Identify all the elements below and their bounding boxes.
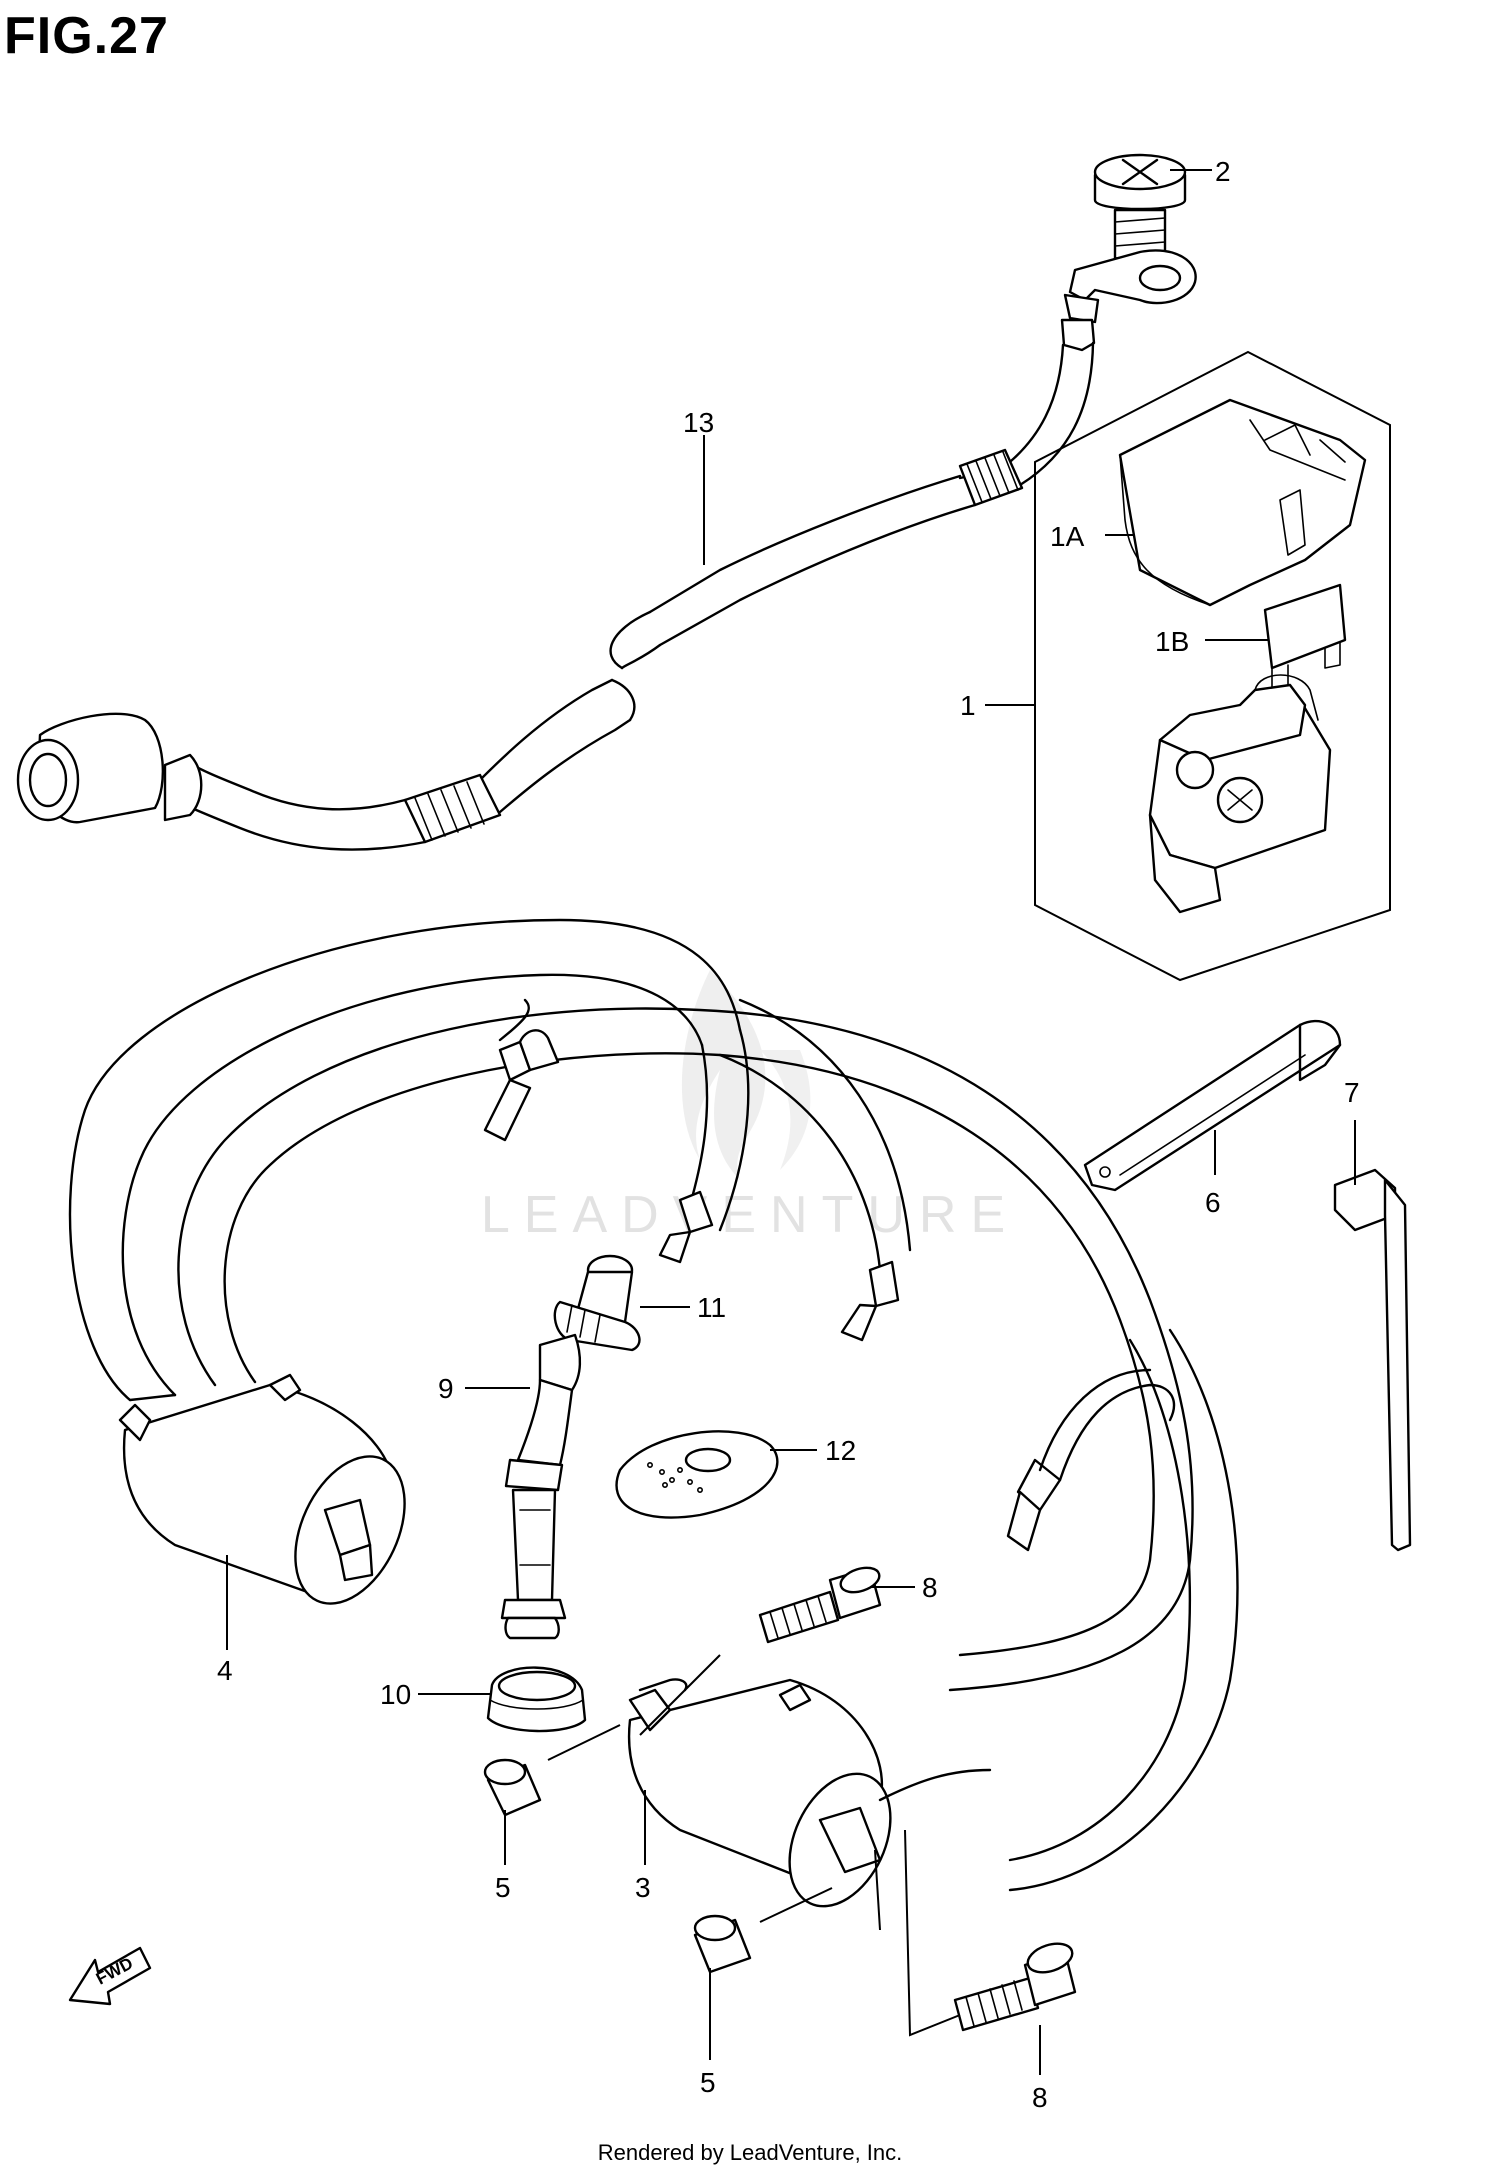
callout-1B: 1B bbox=[1155, 626, 1189, 657]
callout-9: 9 bbox=[438, 1373, 454, 1404]
callout-3: 3 bbox=[635, 1872, 651, 1903]
callout-1: 1 bbox=[960, 690, 976, 721]
part-1A-relay-cover[interactable] bbox=[1118, 398, 1367, 607]
part-2-bolt[interactable] bbox=[1093, 153, 1187, 268]
ignition-harness[interactable] bbox=[68, 918, 1239, 1892]
callout-10: 10 bbox=[380, 1679, 411, 1710]
fwd-direction-arrow: FWD bbox=[68, 1946, 152, 2006]
callout-7: 7 bbox=[1344, 1077, 1360, 1108]
part-1-starter-relay[interactable] bbox=[1148, 674, 1332, 914]
callout-11: 11 bbox=[697, 1292, 726, 1323]
part-8-bolt-upper[interactable] bbox=[758, 1563, 882, 1644]
part-7-cable-tie[interactable] bbox=[1333, 1168, 1412, 1552]
part-5-spacer-lower[interactable] bbox=[693, 1914, 752, 1974]
leader-lines bbox=[226, 169, 1356, 2075]
figure-title: FIG.27 bbox=[4, 7, 169, 65]
part-5-spacer-upper[interactable] bbox=[483, 1758, 542, 1817]
callout-2: 2 bbox=[1215, 156, 1231, 187]
callout-labels: 2 13 1A 1B 1 7 6 11 9 12 8 4 10 5 3 5 8 bbox=[217, 156, 1360, 2113]
part-1B-fuse[interactable] bbox=[1263, 583, 1347, 691]
callout-8-lower: 8 bbox=[1032, 2082, 1048, 2113]
footer-credit: Rendered by LeadVenture, Inc. bbox=[597, 2140, 903, 2165]
callout-5-lower: 5 bbox=[700, 2067, 716, 2098]
part-12-grommet[interactable] bbox=[615, 1430, 779, 1519]
part-9-plug-cap[interactable] bbox=[500, 1333, 582, 1640]
callout-8-upper: 8 bbox=[922, 1572, 938, 1603]
callout-12: 12 bbox=[825, 1435, 856, 1466]
callout-4: 4 bbox=[217, 1655, 233, 1686]
part-1-relay-assembly-box[interactable] bbox=[1034, 350, 1391, 982]
part-10-boot[interactable] bbox=[486, 1666, 587, 1733]
part-4-ignition-coil[interactable] bbox=[118, 1373, 426, 1621]
watermark-text: LEADVENTURE bbox=[481, 1186, 1019, 1244]
part-8-bolt-lower[interactable] bbox=[953, 1939, 1077, 2032]
callout-5-upper: 5 bbox=[495, 1872, 511, 1903]
callout-6: 6 bbox=[1205, 1187, 1221, 1218]
watermark: LEADVENTURE bbox=[481, 970, 1019, 1244]
callout-13: 13 bbox=[683, 407, 714, 438]
part-13-cable[interactable] bbox=[16, 249, 1197, 851]
callout-1A: 1A bbox=[1050, 521, 1085, 552]
part-3-ignition-coil[interactable] bbox=[627, 1678, 992, 1922]
part-6-band-strap[interactable] bbox=[1083, 1019, 1342, 1192]
